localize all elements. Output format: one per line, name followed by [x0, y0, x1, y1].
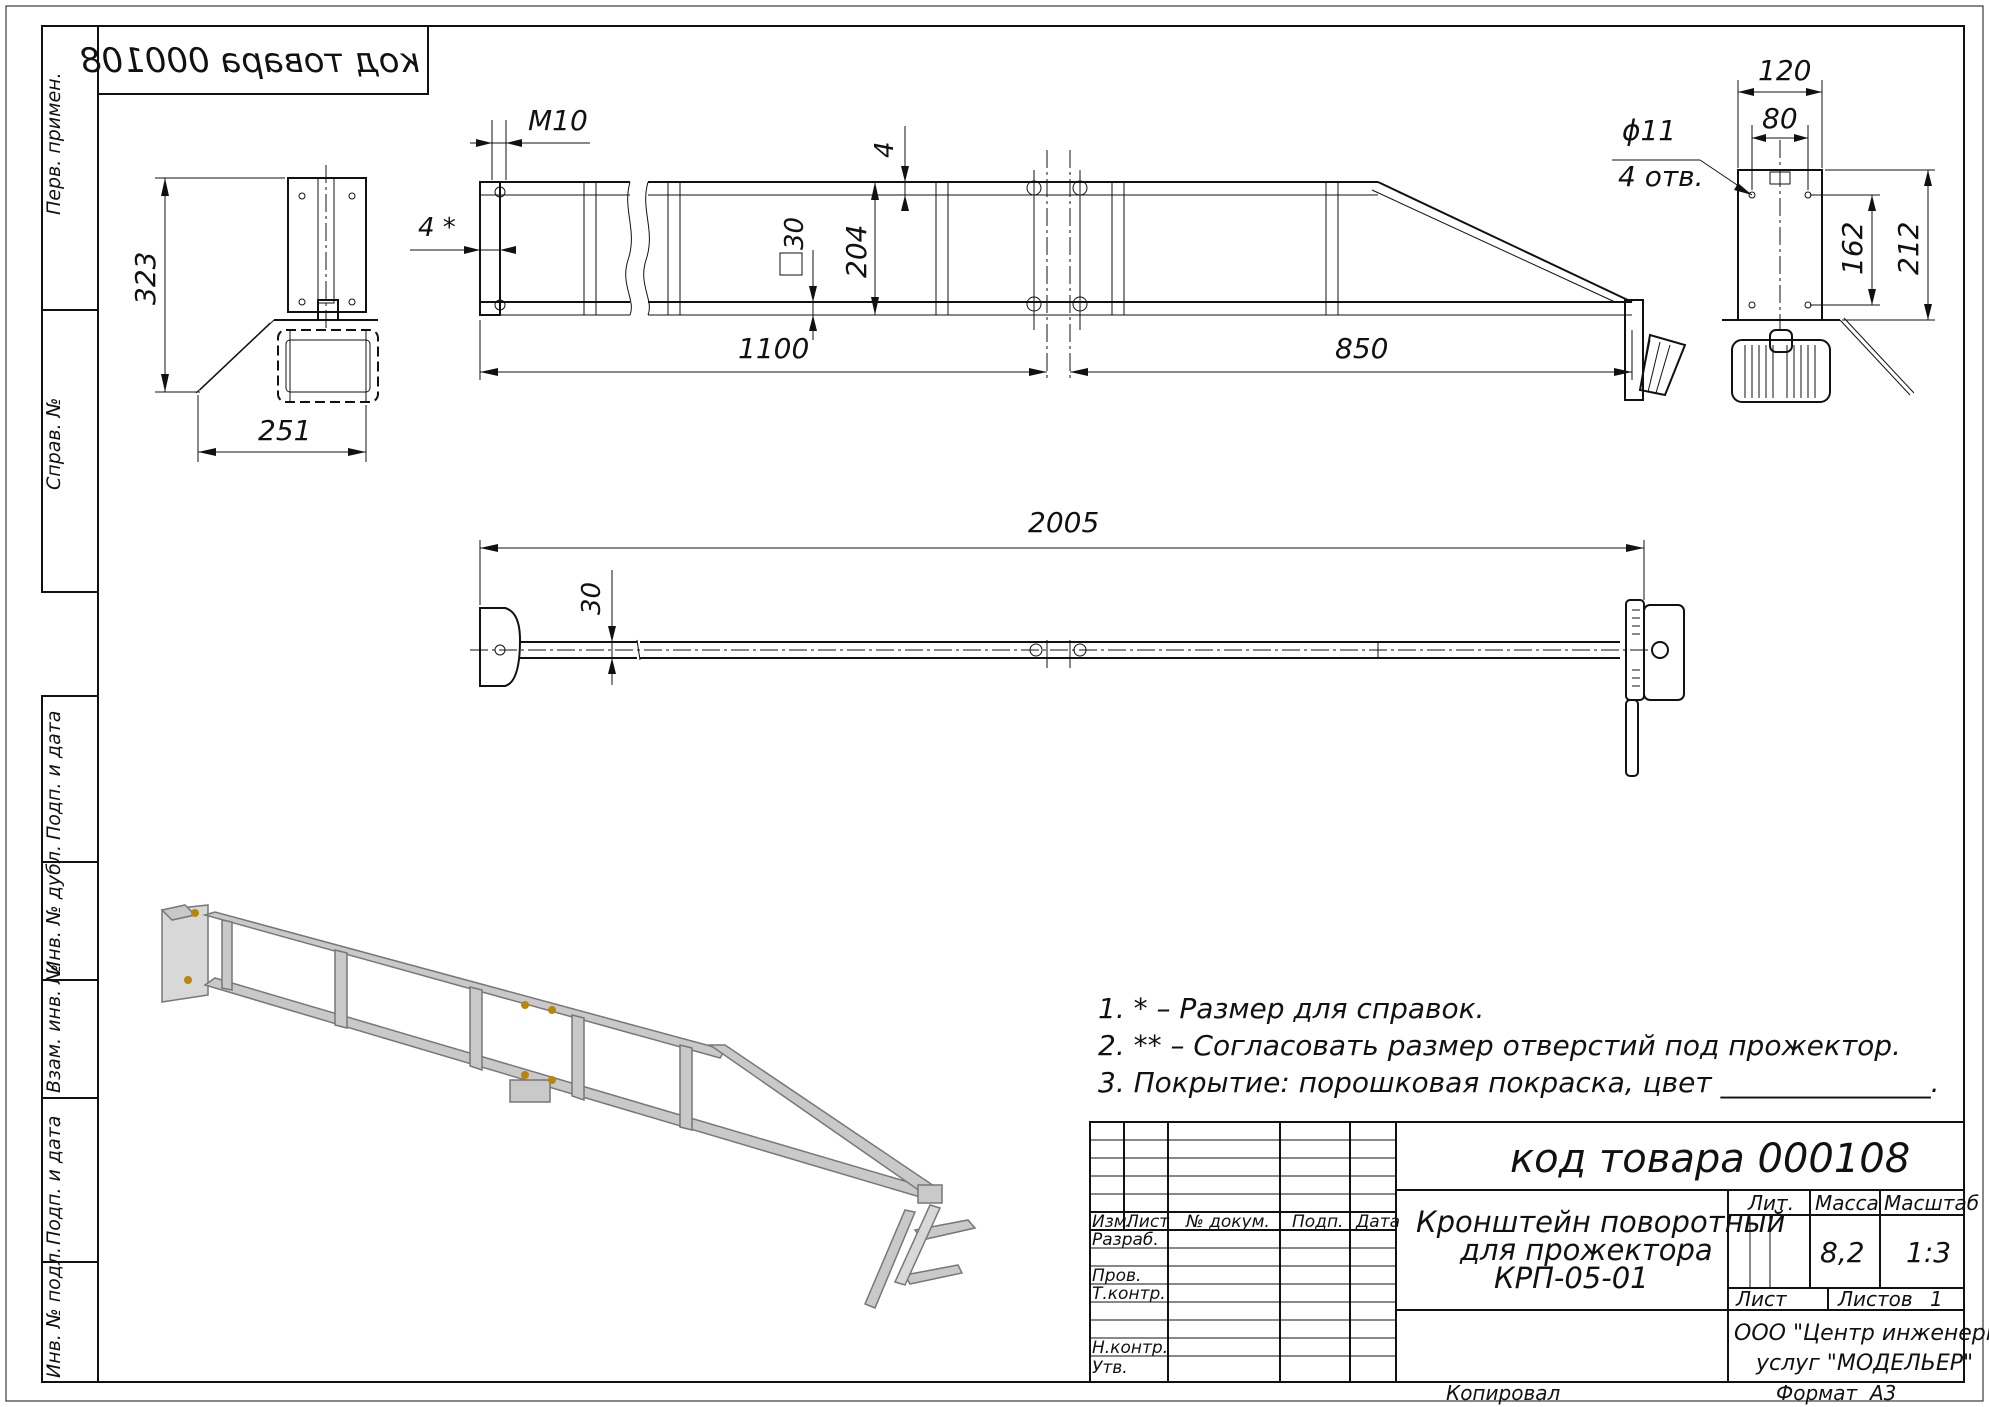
dim-4: 4: [870, 141, 900, 158]
dim-80: 80: [1762, 102, 1798, 135]
notes: 1. * – Размер для справок. 2. ** – Согла…: [1098, 992, 1940, 1099]
mirrored-code-stamp: код товара 000108: [80, 25, 429, 95]
title-code: код товара 000108: [1510, 1136, 1910, 1182]
dim-holes: 4 отв.: [1618, 160, 1704, 193]
title-name-3: КРП-05-01: [1494, 1261, 1649, 1295]
dim-m10: М10: [528, 104, 588, 137]
side-vzam-inv: Взам. инв. №: [43, 964, 65, 1093]
dim-30: 30: [577, 582, 607, 615]
value-masshtab: 1:3: [1906, 1236, 1951, 1269]
note-3: 3. Покрытие: порошковая покраска, цвет _…: [1098, 1066, 1940, 1099]
dim-204: 204: [840, 225, 873, 278]
title-name-2: для прожектора: [1459, 1233, 1713, 1267]
front-view: 323 251: [129, 165, 379, 462]
dim-212: 212: [1892, 222, 1925, 275]
title-name-1: Кронштейн поворотный: [1416, 1205, 1785, 1239]
dim-1100: 1100: [738, 332, 809, 365]
row-tkontr: Т.контр.: [1092, 1284, 1166, 1304]
note-1: 1. * – Размер для справок.: [1098, 992, 1484, 1025]
label-listov: Листов: [1837, 1287, 1913, 1311]
side-inv-podl: Инв. № подл.: [43, 1247, 65, 1378]
row-nkontr: Н.контр.: [1092, 1338, 1168, 1358]
note-2: 2. ** – Согласовать размер отверстий под…: [1098, 1029, 1901, 1062]
value-massa: 8,2: [1820, 1236, 1865, 1269]
label-format: Формат: [1776, 1381, 1858, 1405]
dim-sq30: 30: [780, 217, 810, 250]
side-inv-dubl: Инв. № дубл.: [43, 845, 65, 975]
end-view: 120 80 ϕ11 4 отв. 162 212: [1612, 54, 1935, 403]
value-listov: 1: [1930, 1287, 1943, 1311]
side-perv-primen: Перв. примен.: [43, 72, 65, 215]
dim-120: 120: [1758, 54, 1811, 87]
dim-850: 850: [1335, 332, 1388, 365]
dim-phi11: ϕ11: [1622, 114, 1676, 147]
title-block: код товара 000108 Кронштейн поворотный д…: [1089, 1121, 1989, 1405]
row-razrab: Разраб.: [1092, 1230, 1159, 1250]
label-lit: Лит.: [1747, 1191, 1794, 1215]
dim-162: 162: [1836, 222, 1869, 275]
dim-251: 251: [258, 414, 311, 447]
label-massa: Масса: [1815, 1191, 1879, 1215]
row-utv: Утв.: [1092, 1358, 1128, 1378]
col-izm: Изм.: [1092, 1212, 1132, 1232]
col-podp: Подп.: [1292, 1212, 1343, 1232]
dim-323: 323: [129, 252, 162, 305]
row-prov: Пров.: [1092, 1266, 1141, 1286]
side-sprav-no: Справ. №: [43, 398, 65, 490]
side-stamp: Перв. примен. Справ. № Подп. и дата Инв.…: [41, 25, 99, 1383]
top-view: 2005 30: [470, 506, 1685, 777]
isometric-view: [160, 904, 977, 1309]
value-format: А3: [1868, 1381, 1896, 1405]
org-line-2: услуг "МОДЕЛЬЕР": [1755, 1351, 1973, 1376]
col-docum: № докум.: [1185, 1212, 1270, 1232]
label-list: Лист: [1735, 1287, 1788, 1311]
org-line-1: ООО "Центр инженерных: [1734, 1321, 1989, 1346]
side-podp-data-2: Подп. и дата: [43, 1116, 65, 1245]
label-kopiroval: Копировал: [1446, 1381, 1560, 1405]
mirrored-code-text: код товара 000108: [80, 41, 420, 81]
col-list: Лист: [1125, 1212, 1170, 1232]
outer-frame: [5, 5, 1984, 1402]
col-data: Дата: [1355, 1212, 1400, 1232]
side-podp-data-1: Подп. и дата: [43, 711, 65, 840]
dim-2005: 2005: [1028, 506, 1099, 539]
side-view: М10 4 * 4 30 204 1100 850: [410, 104, 1687, 401]
dim-4-star: 4 *: [418, 213, 456, 243]
label-masshtab: Масштаб: [1884, 1191, 1979, 1215]
